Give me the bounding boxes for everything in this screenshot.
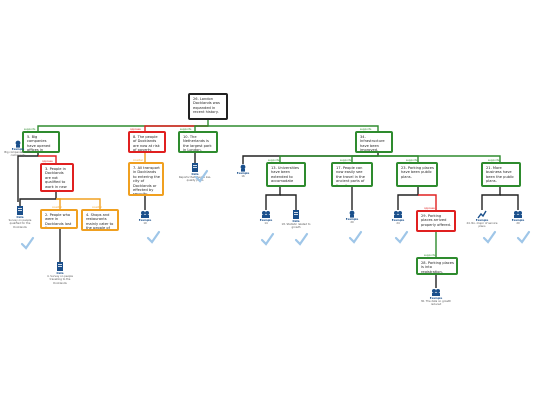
link-n34-n17 [351,155,378,162]
data-document-icon [17,206,23,215]
claim-n17[interactable]: 17. People can now easily see the travel… [331,162,373,187]
example-icon [15,140,21,148]
link-n23-l10 [397,187,419,210]
check-icon [260,232,275,246]
link-n3-n4 [56,198,101,209]
example-group-icon [141,211,149,218]
claim-n2[interactable]: 2. People who were in Docklands lost the… [40,209,78,229]
claim-n21[interactable]: 21. More business have been the public p… [481,162,521,187]
link-n5-l1 [17,152,39,202]
evidence-leaf-l10[interactable]: Example 24 [381,210,415,225]
evidence-leaf-l9[interactable]: Example 20 [335,210,369,224]
evidence-leaf-l13[interactable]: Example 20 [501,210,535,225]
check-icon [146,230,161,244]
link-n13-l8 [280,194,297,210]
evidence-leaf-l8[interactable]: Data 18. Statistic related to growth [279,210,313,230]
link-n34-n13 [279,155,378,162]
example-group-icon [514,211,522,218]
tag-supports-n5: supports [24,128,36,131]
tag-supports-n21: supports [488,159,500,162]
link-root-n5 [37,120,209,131]
tag-supports-n10: supports [180,128,192,131]
tag-supports-n28: supports [424,254,436,257]
example-group-icon [394,211,402,218]
example-trend-icon [477,210,487,219]
tag-counter-n7: counter [133,159,143,162]
claim-n34[interactable]: 34. Infrastructure have been improved. [355,131,393,153]
tag-counter-n2: counter [52,206,62,209]
tag-supports-n13: supports [268,159,280,162]
link-n3-l2 [19,192,57,206]
evidence-leaf-l14[interactable]: Example 30. The data on growth reduced [419,288,453,307]
example-icon [349,210,355,218]
data-document-icon [293,210,299,219]
claim-n29[interactable]: 29. Parking places arrived properly offe… [416,210,456,232]
claim-n7[interactable]: 7. All transport in Docklands to enterin… [128,162,164,196]
data-document-icon [192,163,198,172]
evidence-leaf-l1[interactable]: Example Big companies in the community [1,140,35,158]
link-n5-n3 [38,155,57,163]
example-icon [240,164,246,172]
tag-supports-n17: supports [340,159,352,162]
claim-n10[interactable]: 10. The Netherlands is the largest park … [178,131,218,153]
evidence-leaf-l2[interactable]: Data Survey on people qualified for the … [3,206,37,229]
tag-opposes-n29: opposes [424,207,435,210]
tag-counter-n4: counter [92,206,102,209]
tag-supports-n34: supports [360,128,372,131]
check-icon [516,230,531,244]
evidence-leaf-l5[interactable]: Data Reports that they're low-quality pa… [178,163,212,183]
evidence-leaf-l3[interactable]: Data 4. Survey on people travelling to t… [43,262,77,285]
link-n23-n29 [418,194,437,210]
example-group-icon [262,211,270,218]
check-icon [482,230,497,244]
tag-opposes-n3: opposes [42,160,53,163]
claim-n3[interactable]: 3. People in Docklands are not qualified… [40,163,74,192]
link-n13-l7 [265,187,281,210]
link-root-n8 [144,125,208,131]
check-icon [20,236,35,250]
evidence-leaf-l12[interactable]: Example 24. No. major of service plans [465,210,499,229]
link-n21-l13 [500,194,519,210]
claim-n23[interactable]: 23. Parking places have been public plan… [396,162,438,187]
evidence-leaf-l7[interactable]: Example 14 [249,210,283,225]
claim-n8[interactable]: 8. The people of Docklands are now at ri… [128,131,166,153]
tag-supports-n23: supports [406,159,418,162]
link-n21-l12 [481,187,501,210]
link-n34-n21 [378,155,501,162]
check-icon [194,169,209,183]
claim-n4[interactable]: 4. Shops and restaurants mainly cater to… [81,209,119,231]
claim-n13[interactable]: 13. Universities have been extended to a… [266,162,306,187]
data-document-icon [57,262,63,271]
claim-n28[interactable]: 28. Parking places is into registration. [416,257,458,275]
claim-n5[interactable]: 5. Big companies have opened offices in … [22,131,60,153]
link-root-n34 [208,125,379,131]
check-icon [294,232,309,246]
claim-n26[interactable]: 26. London Docklands was expanded in rec… [188,93,228,120]
check-icon [348,230,363,244]
tag-opposes-n8: opposes [130,128,141,131]
evidence-leaf-l6[interactable]: Example 16 [226,164,260,178]
evidence-leaf-l4[interactable]: Example 10 [128,210,162,225]
example-group-icon [432,289,440,296]
link-root-n10 [194,125,208,131]
check-icon [394,230,409,244]
